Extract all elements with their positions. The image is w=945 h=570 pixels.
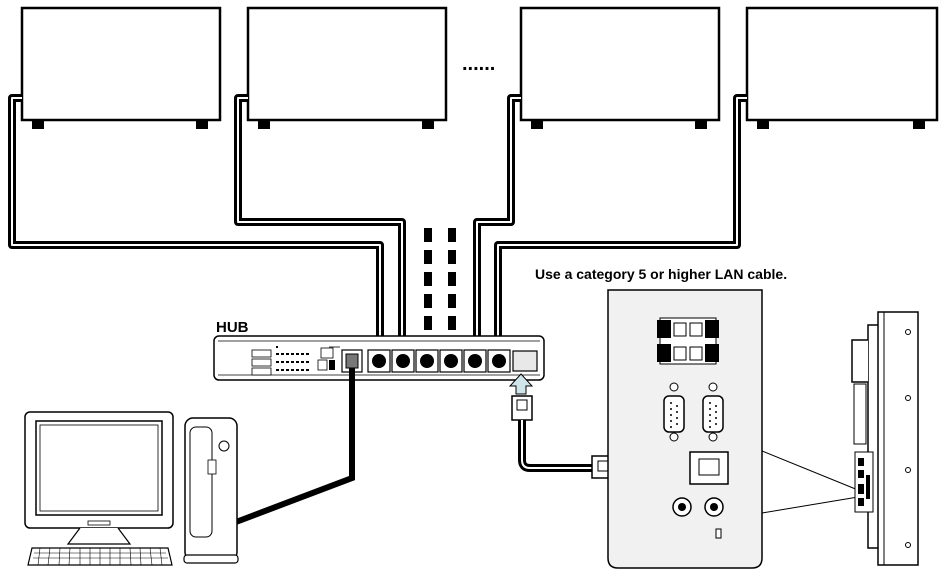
computer [24,411,239,566]
terminal-panel [607,289,859,569]
display-3 [519,6,721,129]
hub [213,335,545,381]
display-1 [20,6,222,129]
display-side-view [851,311,919,566]
cable-note: Use a category 5 or higher LAN cable. [535,266,788,282]
lan-cables [8,94,747,355]
hub-label: HUB [216,319,249,336]
pc-cable [234,368,355,525]
ellipsis-dots: ...... [462,53,495,75]
display-2 [246,6,448,129]
display-4 [745,6,939,129]
